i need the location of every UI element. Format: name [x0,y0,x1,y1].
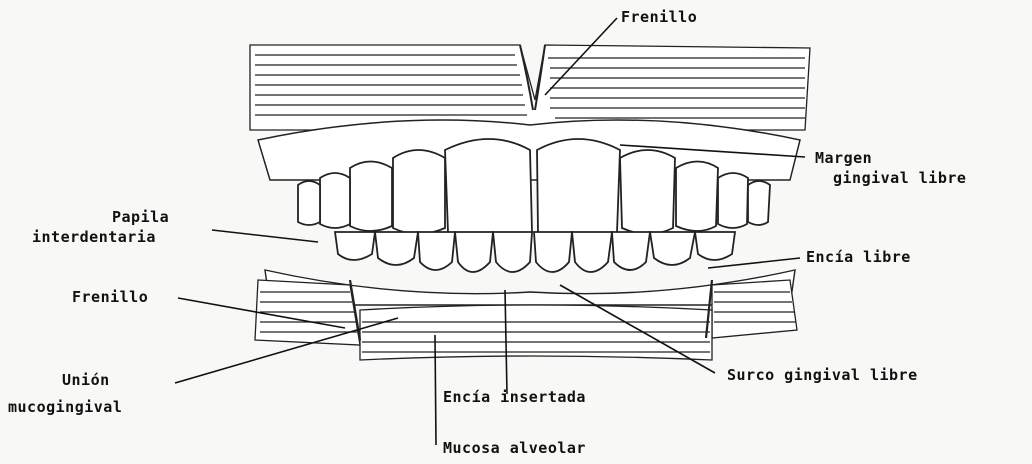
label-surco: Surco gingival libre [727,366,918,384]
label-interdentaria: interdentaria [32,228,156,246]
label-frenillo-left: Frenillo [72,288,148,306]
label-mucogingival: mucogingival [8,398,122,416]
lower-teeth [335,232,735,272]
label-mucosa: Mucosa alveolar [443,439,586,457]
label-union: Unión [62,371,110,389]
label-margen: Margen [815,149,872,167]
label-encia-insertada: Encía insertada [443,388,586,406]
label-encia-libre: Encía libre [806,248,911,266]
label-frenillo-top: Frenillo [621,8,697,26]
label-gingival-libre: gingival libre [833,169,966,187]
label-papila: Papila [112,208,169,226]
upper-lip [250,45,810,130]
